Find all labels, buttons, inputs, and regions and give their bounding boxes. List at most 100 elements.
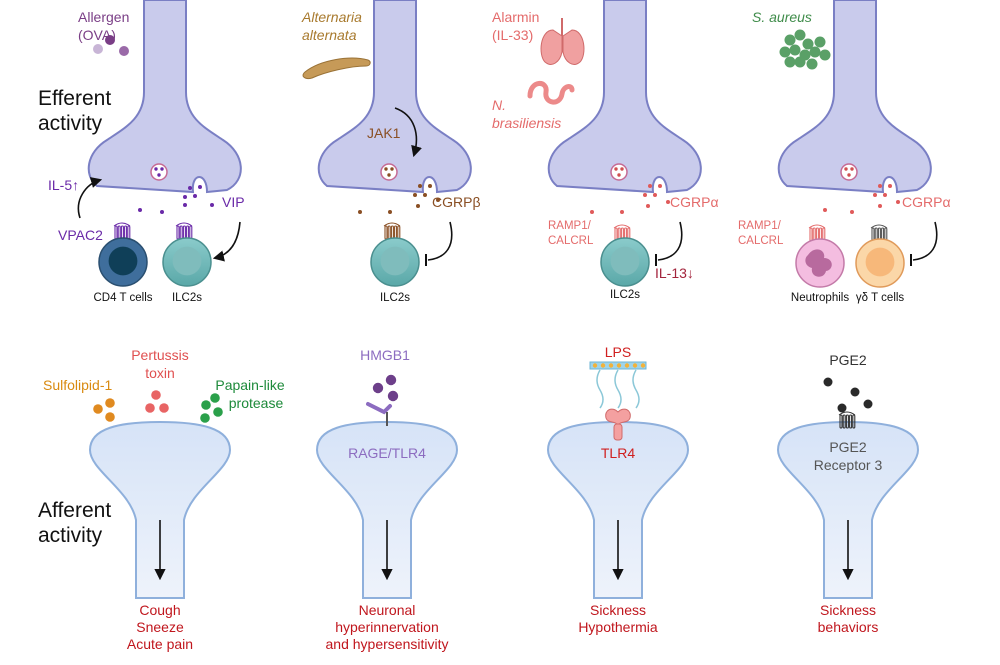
cgrp-alpha-molecule-2	[873, 193, 877, 197]
receptor-loop	[870, 224, 888, 229]
hmgb1-molecule-icon	[372, 382, 384, 394]
lung-right-icon	[562, 29, 585, 65]
aureus-bacterium-icon	[814, 36, 826, 48]
alternaria-spore-icon	[302, 57, 371, 79]
cgrp-beta-molecule	[428, 184, 432, 188]
receptor-helix	[186, 225, 190, 240]
vip-molecule	[210, 203, 214, 207]
inhibit-line	[657, 221, 683, 261]
vip-to-ilc2-arrow	[212, 221, 241, 262]
receptor-loop	[613, 224, 631, 229]
cgrp-beta-molecule	[413, 193, 417, 197]
receptor-helix	[114, 225, 118, 240]
afferent-panel-4: PGE2 PGE2 Receptor 3 Sickness behaviors	[814, 352, 883, 635]
vesicle-content-dot	[160, 167, 164, 171]
receptor-helix	[852, 414, 856, 429]
cgrp-beta-molecule	[436, 198, 440, 202]
efferent-label-line1: Efferent	[38, 87, 111, 110]
cgrp-alpha-molecule-2	[883, 193, 887, 197]
lps-headgroup	[632, 363, 638, 368]
vip-molecule	[183, 195, 187, 199]
sulfolipid-molecule-icon	[105, 412, 115, 422]
aureus-bacterium-icon	[794, 29, 806, 41]
aureus-bacterium-icon	[802, 38, 814, 50]
ep3-receptor-icon	[838, 411, 856, 429]
lps-chain-icon	[596, 369, 604, 409]
calcrl-label-2: CALCRL	[738, 235, 784, 247]
cgrp-alpha-molecule	[653, 193, 657, 197]
vesicle-icon	[380, 163, 398, 181]
receptor-helix	[871, 227, 875, 242]
cgrp-alpha-molecule-2	[850, 210, 854, 214]
outcome-sneeze: Sneeze	[136, 619, 184, 635]
receptor-helix	[127, 225, 131, 240]
lps-headgroup	[592, 363, 598, 368]
outcome-sickness-2: Sickness	[820, 602, 876, 618]
inhibit-line	[427, 221, 453, 261]
pge2-receptor-label-line2: Receptor 3	[814, 457, 883, 473]
outcome-hypothermia: Hypothermia	[578, 619, 658, 635]
cgrp-alpha-molecule-2	[896, 200, 900, 204]
afferent-neuron-terminal	[776, 420, 920, 599]
lps-chain-icon	[632, 369, 640, 409]
receptor-helix	[124, 225, 128, 240]
vip-label: VIP	[222, 194, 245, 210]
afferent-label-line2: activity	[38, 524, 103, 547]
vesicle-content-dot	[617, 173, 621, 177]
outcome-cough: Cough	[139, 602, 180, 618]
vip-molecule	[188, 186, 192, 190]
lung-left-icon	[540, 29, 563, 65]
lps-label: LPS	[605, 344, 631, 360]
receptor-helix	[387, 225, 391, 240]
cgrp-beta-inhibit-arrow	[425, 221, 453, 266]
vesicle-icon	[150, 163, 168, 181]
pertussis-toxin-icon	[151, 390, 161, 400]
aureus-bacterium-icon	[794, 56, 806, 68]
cgrp-beta-molecule	[423, 193, 427, 197]
outcome-behaviors: behaviors	[818, 619, 879, 635]
vip-molecule	[198, 185, 202, 189]
protease-label: protease	[229, 395, 284, 411]
pge2-receptor-label-line1: PGE2	[829, 439, 867, 455]
cgrp-alpha-molecule	[648, 184, 652, 188]
brasiliensis-label-line2: brasiliensis	[492, 115, 561, 131]
pge2-molecule-icon	[850, 387, 860, 397]
cgrp-alpha-molecule	[590, 210, 594, 214]
tlr4-receptor-icon	[605, 408, 631, 428]
vesicle-content-dot	[620, 167, 624, 171]
cell-nucleus	[380, 246, 410, 276]
aureus-bacterium-icon	[819, 49, 831, 61]
efferent-neuron-terminal	[317, 0, 472, 194]
brasiliensis-label-line1: N.	[492, 97, 506, 113]
aureus-bacterium-icon	[789, 44, 801, 56]
ilc2s-label-1: ILC2s	[172, 292, 202, 304]
aureus-bacterium-icon	[784, 34, 796, 46]
vesicle-icon	[610, 163, 628, 181]
aureus-bacterium-icon	[806, 58, 818, 70]
neutrophil-icon	[795, 238, 845, 288]
cgrp-alpha-molecule	[666, 200, 670, 204]
ilc2-cell-icon-3	[600, 237, 650, 287]
allergen-particle	[119, 46, 129, 56]
vesicle-content-dot	[390, 167, 394, 171]
ramp1-receptor-icon-2	[383, 222, 401, 240]
cgrp-alpha-inhibit-arrow-1	[655, 221, 683, 266]
toxin-label: toxin	[145, 365, 175, 381]
vpac2-receptor-icon-2	[175, 222, 193, 240]
cell-nucleus	[865, 247, 895, 277]
afferent-panel-2: HMGB1 RAGE/TLR4 Neuronal hyperinnervatio…	[326, 347, 449, 652]
gd-tcell-receptor-icon	[870, 224, 888, 242]
vesicle-content-dot	[614, 167, 618, 171]
efferent-panel-2: Alternaria alternata JAK1 CGRPβ ILC2s	[301, 9, 481, 304]
vesicle-content-dot	[850, 167, 854, 171]
cgrp-alpha-molecule	[620, 210, 624, 214]
receptor-helix	[839, 414, 843, 429]
inhibit-line	[912, 221, 938, 261]
pge2-molecule-icon	[837, 403, 847, 413]
vpac2-to-il5-arrow	[77, 177, 103, 219]
receptor-helix	[189, 225, 193, 240]
efferent-label-line2: activity	[38, 112, 103, 135]
papain-protease-icon	[213, 407, 223, 417]
receptor-loop	[175, 222, 193, 227]
